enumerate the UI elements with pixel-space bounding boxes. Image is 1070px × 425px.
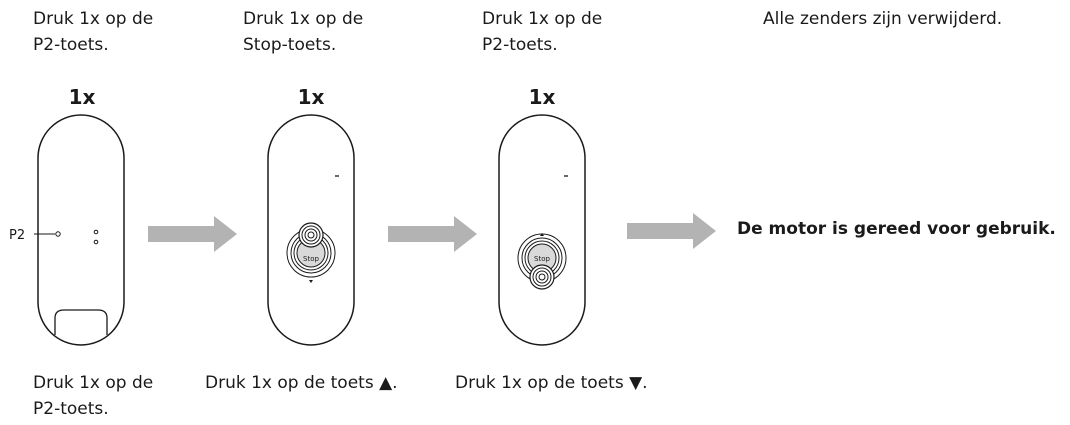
final-result-text: De motor is gereed voor gebruik. [737,219,1056,239]
step2-bottom-text: Druk 1x op de toets ▲. [205,373,398,393]
step3-top-text: Druk 1x op de P2-toets. [482,9,603,55]
step1-top-text: Druk 1x op de P2-toets. [33,9,154,55]
arrow-3 [627,213,716,249]
step1-bottom-text: Druk 1x op de P2-toets. [33,373,154,419]
stop-label-step3: Stop [534,255,550,263]
remote-step2 [267,114,355,346]
arrow-2 [388,216,477,252]
p2-label: P2 [9,228,25,243]
step1-count: 1x [68,85,96,109]
remote-p2-side [34,114,125,346]
stop-label-step2: Stop [303,255,319,263]
step2-count: 1x [297,85,325,109]
arrow-1 [148,216,237,252]
step2-top-text: Druk 1x op de Stop-toets. [243,9,364,55]
result-top-text: Alle zenders zijn verwijderd. [763,9,1003,29]
step3-bottom-text: Druk 1x op de toets ▼. [455,373,648,393]
remote-step3 [498,114,586,346]
step3-count: 1x [528,85,556,109]
